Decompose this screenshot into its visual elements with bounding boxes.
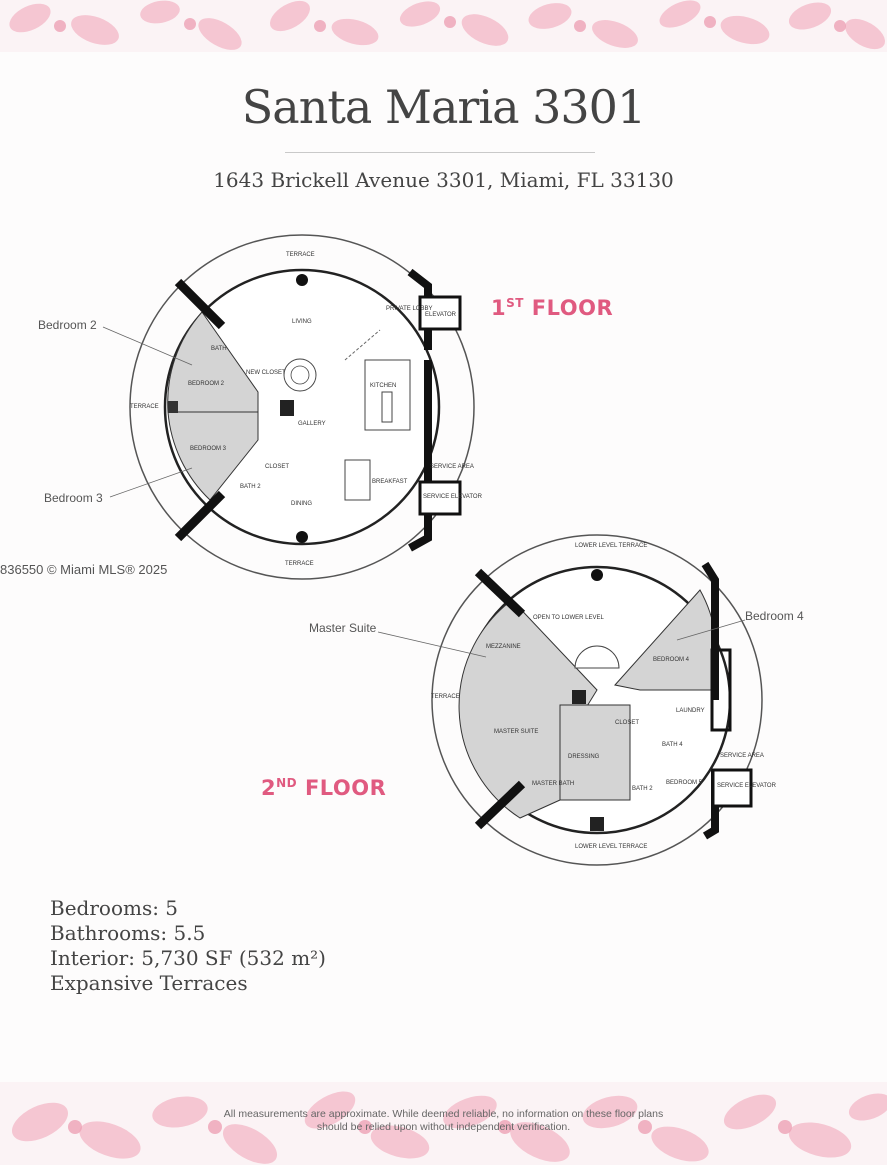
- floor2-lower-terrace-top-label: LOWER LEVEL TERRACE: [575, 543, 647, 549]
- floor1-breakfast-label: BREAKFAST: [372, 479, 408, 485]
- floor2-closet-label: CLOSET: [615, 720, 639, 726]
- floor1-kitchen-label: KITCHEN: [370, 383, 396, 389]
- floor1-heading: 1ST FLOOR: [491, 296, 614, 320]
- listing-title: Santa Maria 3301: [241, 80, 646, 134]
- floor2-terrace-label: TERRACE: [431, 694, 460, 700]
- floor2-dressing-label: DRESSING: [568, 754, 600, 760]
- title-divider: [285, 152, 595, 153]
- callout-bedroom3: Bedroom 3: [44, 491, 103, 505]
- floor1-terrace-bottom-label: TERRACE: [285, 561, 314, 567]
- floor1-new-closet-label: NEW CLOSET: [246, 370, 286, 376]
- callout-bedroom2: Bedroom 2: [38, 318, 97, 332]
- floor1-private-lobby-label: PRIVATE LOBBY: [386, 306, 432, 312]
- floor2-bedroom4-label: BEDROOM 4: [653, 657, 690, 663]
- spec-bathrooms: Bathrooms: 5.5: [50, 921, 206, 945]
- floor2-bath4-label: BATH 4: [662, 742, 683, 748]
- spec-interior: Interior: 5,730 SF (532 m²): [50, 946, 326, 970]
- floor2-open-to-lower-label: OPEN TO LOWER LEVEL: [533, 615, 604, 621]
- floor2-service-elevator-label: SERVICE ELEVATOR: [717, 783, 777, 789]
- floor1-service-elevator-label: SERVICE ELEVATOR: [423, 494, 483, 500]
- floor2-service-area-label: SERVICE AREA: [720, 753, 764, 759]
- floor1-bedroom3-label: BEDROOM 3: [190, 446, 227, 452]
- floor2-lower-terrace-bottom-label: LOWER LEVEL TERRACE: [575, 844, 647, 850]
- listing-address: 1643 Brickell Avenue 3301, Miami, FL 331…: [213, 168, 674, 192]
- disclaimer-line2: should be relied upon without independen…: [316, 1121, 571, 1133]
- floor1-bath-label: BATH: [211, 346, 227, 352]
- floor1-terrace-top-label: TERRACE: [286, 252, 315, 258]
- floor2-bath2-label: BATH 2: [632, 786, 653, 792]
- spec-terraces: Expansive Terraces: [50, 971, 248, 995]
- spec-bedrooms: Bedrooms: 5: [50, 896, 179, 920]
- floor2-laundry-label: LAUNDRY: [676, 708, 705, 714]
- disclaimer-line1: All measurements are approximate. While …: [223, 1108, 664, 1120]
- floor2-master-bath-label: MASTER BATH: [532, 781, 574, 787]
- floor1-service-area-label: SERVICE AREA: [430, 464, 474, 470]
- floor1-plan: TERRACE LIVING PRIVATE LOBBY ELEVATOR BA…: [102, 234, 483, 580]
- callout-master-suite: Master Suite: [309, 621, 377, 635]
- floor1-terrace-left-label: TERRACE: [130, 404, 159, 410]
- floral-banner-top: [0, 0, 887, 52]
- floor1-elevator-label: ELEVATOR: [425, 312, 457, 318]
- floor1-bedroom2-label: BEDROOM 2: [188, 381, 225, 387]
- floor1-living-label: LIVING: [292, 319, 312, 325]
- floor2-master-suite-label: MASTER SUITE: [494, 729, 538, 735]
- disclaimer: All measurements are approximate. While …: [0, 1108, 887, 1134]
- callout-bedroom4: Bedroom 4: [745, 609, 804, 623]
- floor1-dining-label: DINING: [291, 501, 312, 507]
- floor2-plan: LOWER LEVEL TERRACE OPEN TO LOWER LEVEL …: [377, 534, 777, 866]
- mls-watermark: 836550 © Miami MLS® 2025: [0, 562, 168, 577]
- floor2-mezzanine-label: MEZZANINE: [486, 644, 521, 650]
- floral-banner-bottom: [0, 1082, 887, 1165]
- floor2-heading: 2ND FLOOR: [261, 776, 387, 800]
- property-specs: Bedrooms: 5 Bathrooms: 5.5 Interior: 5,7…: [50, 896, 326, 996]
- floor1-closet-label: CLOSET: [265, 464, 289, 470]
- floor2-bedroom5-label: BEDROOM 5: [666, 780, 703, 786]
- floor1-bath2-label: BATH 2: [240, 484, 261, 490]
- floor1-gallery-label: GALLERY: [298, 421, 326, 427]
